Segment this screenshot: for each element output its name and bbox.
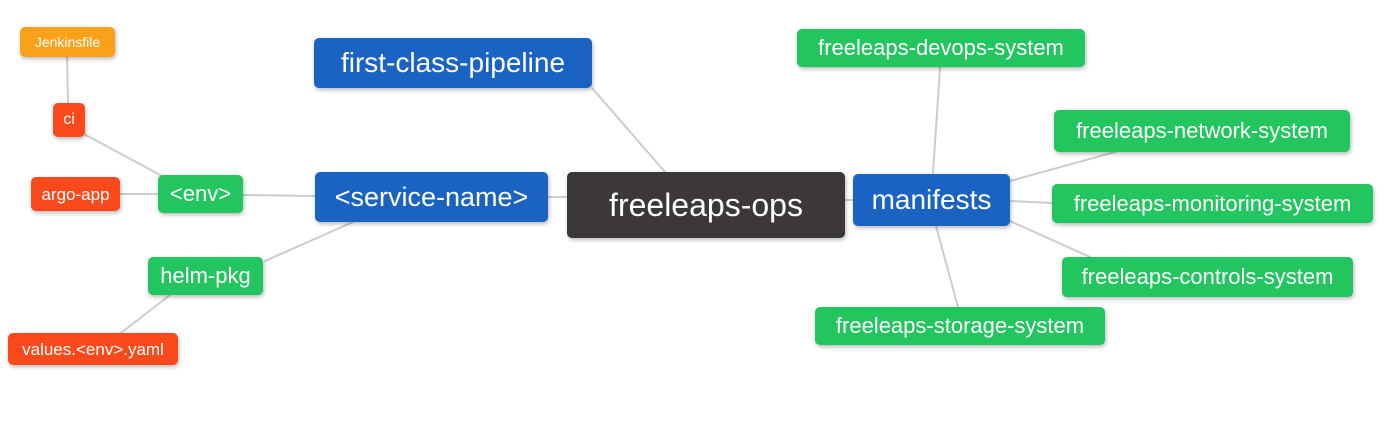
edge-manifests-monitoring bbox=[1009, 200, 1053, 204]
node-service-name[interactable]: <service-name> bbox=[315, 172, 548, 222]
edge-manifests-storage bbox=[935, 225, 959, 308]
node-manifests[interactable]: manifests bbox=[853, 174, 1010, 226]
node-freeleaps-devops-system[interactable]: freeleaps-devops-system bbox=[797, 29, 1085, 67]
node-freeleaps-monitoring-system[interactable]: freeleaps-monitoring-system bbox=[1052, 184, 1373, 223]
node-env[interactable]: <env> bbox=[158, 175, 243, 213]
node-freeleaps-storage-system[interactable]: freeleaps-storage-system bbox=[815, 307, 1105, 345]
node-freeleaps-controls-system[interactable]: freeleaps-controls-system bbox=[1062, 257, 1353, 297]
node-argo-app[interactable]: argo-app bbox=[31, 177, 120, 211]
edge-jenkinsfile-ci bbox=[66, 56, 69, 104]
edge-helmpkg-values bbox=[120, 294, 171, 334]
node-values-env-yaml[interactable]: values.<env>.yaml bbox=[8, 333, 178, 365]
node-ci[interactable]: ci bbox=[53, 103, 85, 137]
node-helm-pkg[interactable]: helm-pkg bbox=[148, 257, 263, 295]
edge-manifests-network bbox=[1009, 151, 1116, 182]
edge-servicename-helmpkg bbox=[264, 221, 354, 262]
edge-manifests-devops bbox=[932, 66, 941, 175]
node-root-freeleaps-ops[interactable]: freeleaps-ops bbox=[567, 172, 845, 238]
edge-pipeline-root bbox=[591, 87, 666, 173]
edge-manifests-controls bbox=[1009, 220, 1091, 258]
node-first-class-pipeline[interactable]: first-class-pipeline bbox=[314, 38, 592, 88]
node-freeleaps-network-system[interactable]: freeleaps-network-system bbox=[1054, 110, 1350, 152]
node-jenkinsfile[interactable]: Jenkinsfile bbox=[20, 27, 115, 57]
edge-env-servicename bbox=[242, 194, 316, 197]
edge-ci-env bbox=[83, 133, 163, 177]
